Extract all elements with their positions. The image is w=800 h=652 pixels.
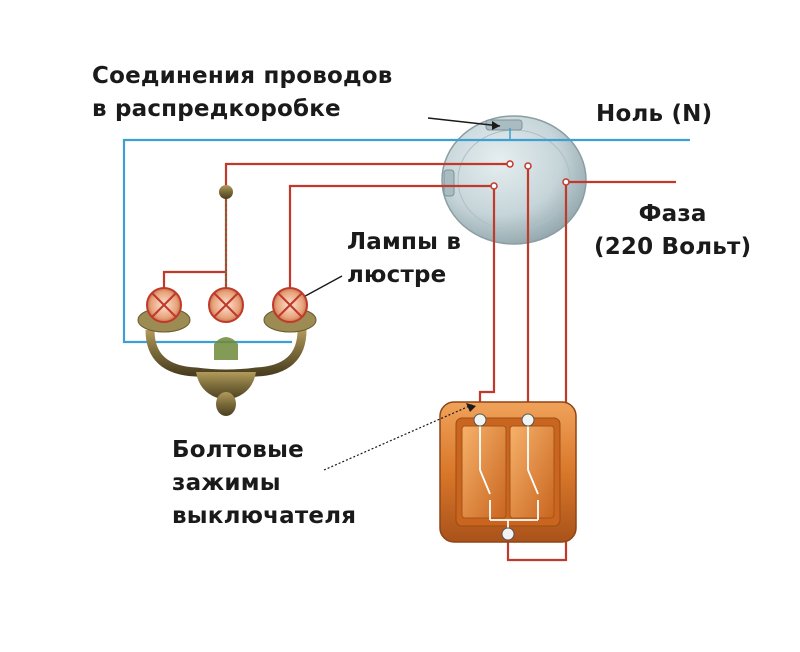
double-switch <box>439 401 577 543</box>
lamps-label-line: люстре <box>347 262 447 288</box>
switch-key-left <box>461 425 507 519</box>
switch-clamp-terminal <box>473 413 487 427</box>
switch-clamp-terminal <box>501 527 515 541</box>
clamps-leader-arrow <box>466 403 476 412</box>
junction-box-label-line: Соединения проводов <box>92 63 393 89</box>
chandelier-mount <box>219 185 233 199</box>
lamp-middle <box>208 287 244 323</box>
phase-wire <box>506 180 676 562</box>
junction-box-label: Соединения проводов в распредкоробке <box>92 60 393 126</box>
clamps-leader-line <box>323 403 475 471</box>
junction-leader-line <box>427 117 501 127</box>
phase-label-line: Фаза <box>638 201 707 227</box>
wire-connections <box>490 160 570 190</box>
switch-clamps-label: Болтовые зажимы выключателя <box>172 434 356 533</box>
junction-box-inlet <box>443 169 455 197</box>
lamps-label: Лампы в люстре <box>347 226 461 292</box>
switch-clamps-label-line: зажимы <box>172 470 281 496</box>
neutral-label: Ноль (N) <box>596 101 713 127</box>
switch-clamps-label-line: выключателя <box>172 503 357 529</box>
junction-leader-arrow <box>492 121 500 130</box>
lamp-left <box>146 287 182 323</box>
switch-clamps-label-line: Болтовые <box>172 437 304 463</box>
lamp-right <box>272 287 308 323</box>
switch-clamp-terminal <box>521 413 535 427</box>
phase-label: Фаза (220 Вольт) <box>594 198 751 264</box>
phase-label-line: (220 Вольт) <box>594 234 752 260</box>
switch-key-right <box>509 425 555 519</box>
neutral-wire <box>122 128 690 344</box>
junction-box-label-line: в распредкоробке <box>92 96 341 122</box>
lamps-label-line: Лампы в <box>347 229 462 255</box>
